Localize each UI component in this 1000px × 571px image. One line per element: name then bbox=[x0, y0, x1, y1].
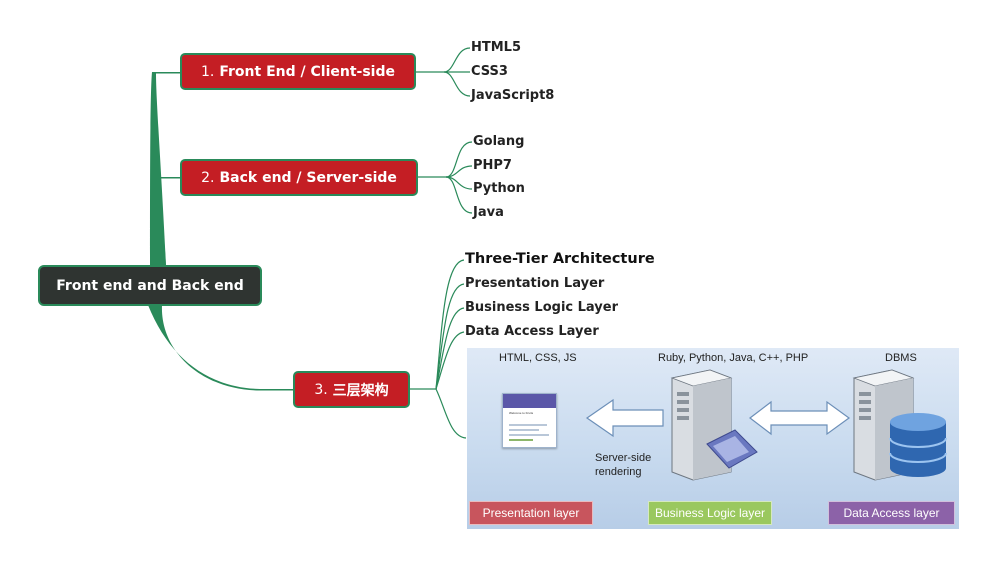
connector-leaf-presentation bbox=[435, 283, 465, 390]
leaf-data-access-layer[interactable]: Data Access Layer bbox=[465, 324, 599, 339]
leaf-python[interactable]: Python bbox=[473, 181, 525, 196]
connector-leaf-business bbox=[435, 307, 465, 390]
branch-front-end[interactable]: 1. Front End / Client-side bbox=[180, 53, 416, 90]
leaf-java[interactable]: Java bbox=[473, 205, 504, 220]
branch-label: Front End / Client-side bbox=[219, 63, 395, 80]
connector-leaf-golang bbox=[445, 141, 473, 178]
branch-label: 三层架构 bbox=[332, 382, 389, 399]
double-arrow-icon bbox=[749, 400, 851, 436]
leaf-presentation-layer[interactable]: Presentation Layer bbox=[465, 276, 605, 291]
branch-number: 2. bbox=[201, 169, 215, 186]
webpage-thumbnail: Welcome to Fruits bbox=[502, 393, 557, 448]
caption-business: Ruby, Python, Java, C++, PHP bbox=[658, 352, 809, 364]
leaf-golang[interactable]: Golang bbox=[473, 134, 525, 149]
connector-leaf-three-tier bbox=[435, 259, 465, 390]
rendering-note-line-2: rendering bbox=[595, 466, 642, 478]
business-logic-layer-label: Business Logic layer bbox=[648, 501, 772, 525]
three-tier-architecture-image: HTML, CSS, JS Ruby, Python, Java, C++, P… bbox=[467, 348, 959, 529]
leaf-three-tier-architecture[interactable]: Three-Tier Architecture bbox=[465, 251, 655, 267]
branch-three-tier[interactable]: 3. 三层架构 bbox=[293, 371, 410, 408]
leaf-business-logic-layer[interactable]: Business Logic Layer bbox=[465, 300, 618, 315]
connector-leaf-html5 bbox=[443, 47, 471, 73]
branch-number: 3. bbox=[314, 381, 328, 398]
connector-root-branch2 bbox=[150, 177, 180, 266]
database-cylinder-icon bbox=[889, 413, 947, 477]
caption-presentation: HTML, CSS, JS bbox=[499, 352, 577, 364]
leaf-javascript8[interactable]: JavaScript8 bbox=[471, 88, 555, 103]
app-server-icon bbox=[670, 369, 758, 481]
connector-leaf-java bbox=[445, 176, 473, 214]
leaf-html5[interactable]: HTML5 bbox=[471, 40, 522, 55]
branch-number: 1. bbox=[201, 63, 215, 80]
data-access-layer-label: Data Access layer bbox=[828, 501, 955, 525]
connector-leaf-data-access bbox=[435, 331, 465, 390]
rendering-note-line-1: Server-side bbox=[595, 452, 652, 464]
left-arrow-icon bbox=[585, 398, 664, 438]
architecture-graphics bbox=[585, 369, 947, 481]
root-label: Front end and Back end bbox=[56, 277, 244, 294]
presentation-layer-label: Presentation layer bbox=[469, 501, 593, 525]
branch-back-end[interactable]: 2. Back end / Server-side bbox=[180, 159, 418, 196]
branch-label: Back end / Server-side bbox=[219, 169, 397, 186]
webpage-title: Welcome to Fruits bbox=[509, 411, 534, 415]
connector-leaf-javascript8 bbox=[443, 71, 471, 97]
connector-root-branch3 bbox=[148, 305, 293, 391]
leaf-css3[interactable]: CSS3 bbox=[471, 64, 508, 79]
server-side-rendering-note: Server-side rendering bbox=[595, 451, 651, 479]
leaf-php7[interactable]: PHP7 bbox=[473, 158, 512, 173]
caption-data: DBMS bbox=[885, 352, 917, 364]
root-node[interactable]: Front end and Back end bbox=[38, 265, 262, 306]
connector-leaf-architecture-image bbox=[435, 388, 467, 439]
